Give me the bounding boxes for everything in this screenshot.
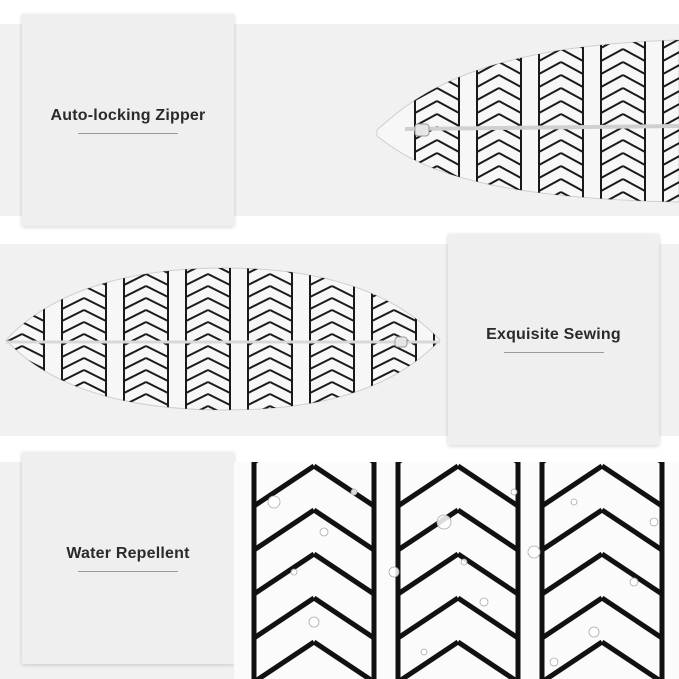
- divider: [503, 352, 604, 353]
- divider: [78, 132, 178, 134]
- feature-card-zipper: Auto-locking Zipper: [22, 14, 234, 226]
- divider: [78, 570, 178, 572]
- feature-card-sewing: Exquisite Sewing: [448, 234, 659, 445]
- pillow-sewing-image: [0, 262, 445, 412]
- fabric-water-drops-image: [234, 462, 679, 679]
- feature-label: Auto-locking Zipper: [50, 106, 206, 124]
- feature-label: Exquisite Sewing: [486, 326, 621, 343]
- pillow-zipper-image: [375, 36, 679, 206]
- feature-label: Water Repellent: [66, 544, 190, 562]
- feature-card-water: Water Repellent: [22, 452, 234, 664]
